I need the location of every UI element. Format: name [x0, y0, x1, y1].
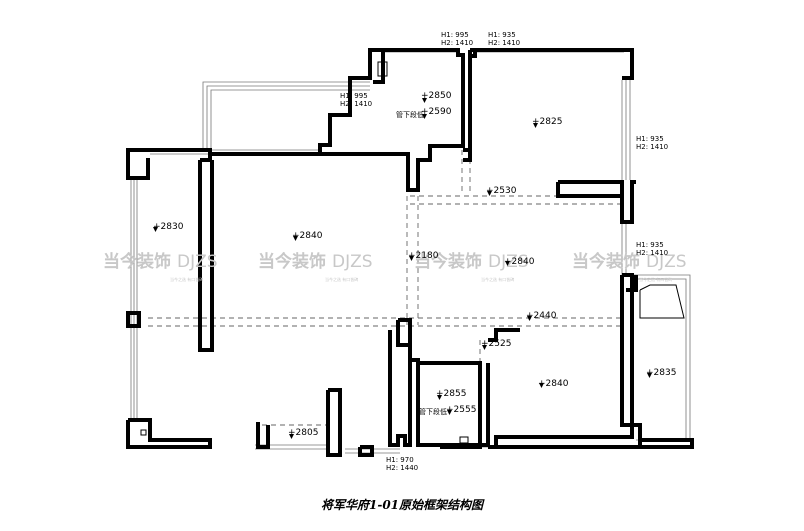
watermark-4: 当今装饰 DJZS 当今之选 有口皆碑	[572, 251, 687, 282]
svg-text:+2440: +2440	[526, 311, 557, 321]
level-marker-south-window: +2805	[288, 428, 318, 439]
svg-text:当今之选 有口皆碑: 当今之选 有口皆碑	[170, 276, 203, 282]
window-tag-top-right: H1: 935 H2: 1410	[488, 31, 520, 47]
svg-text:+2555: +2555	[446, 405, 476, 415]
level-marker-se-beam: +2525	[481, 339, 511, 350]
window-tags: H1: 995 H2: 1410 H1: 995 H2: 1410 H1: 93…	[340, 31, 668, 472]
window-tag-northwest: H1: 995 H2: 1410	[340, 92, 372, 108]
svg-text:H2: 1410: H2: 1410	[441, 39, 473, 47]
svg-text:管下段低: 管下段低	[419, 407, 447, 416]
drawing-title: 将军华府1-01原始框架结构图	[321, 498, 485, 512]
level-marker-beam: +2440	[526, 311, 557, 321]
level-marker-west-bedroom: +2830	[153, 222, 184, 232]
level-marker-south-bath-pipe: +2555 管下段低	[419, 405, 476, 416]
svg-text:+2180: +2180	[408, 251, 439, 261]
svg-text:H2: 1440: H2: 1440	[386, 464, 418, 472]
svg-text:+2835: +2835	[646, 368, 676, 378]
level-marker-living: +2840	[292, 231, 323, 241]
window-tag-east-2: H1: 935 H2: 1410	[636, 241, 668, 257]
svg-text:+2530: +2530	[486, 186, 517, 196]
level-marker-north-bath: +2850	[421, 91, 452, 103]
level-marker-ne-bedroom: +2825	[532, 117, 562, 128]
svg-text:H2: 1410: H2: 1410	[340, 100, 372, 108]
svg-text:+2850: +2850	[421, 91, 452, 101]
level-marker-east-balcony: +2835	[646, 368, 676, 378]
watermark-1: 当今装饰 DJZS 当今之选 有口皆碑	[103, 251, 218, 282]
svg-text:当今装饰: 当今装饰	[414, 251, 482, 272]
level-marker-north-bath-pipe: +2590 管下段低	[396, 107, 452, 119]
level-markers: +2830 +2840 +2850 +2590 管下段低 +2825 +2530…	[153, 91, 676, 439]
svg-text:H1: 935: H1: 935	[636, 135, 664, 143]
svg-text:DJZS: DJZS	[646, 252, 687, 272]
watermark-2: 当今装饰 DJZS 当今之选 有口皆碑	[258, 251, 373, 282]
svg-text:当今装饰: 当今装饰	[258, 251, 326, 272]
watermarks: 当今装饰 DJZS 当今之选 有口皆碑 当今装饰 DJZS 当今之选 有口皆碑 …	[103, 251, 687, 282]
svg-text:H2: 1410: H2: 1410	[636, 249, 668, 257]
svg-text:H2: 1410: H2: 1410	[488, 39, 520, 47]
level-marker-dining: +2840	[504, 257, 535, 267]
svg-text:DJZS: DJZS	[177, 252, 218, 272]
svg-text:+2830: +2830	[153, 222, 184, 232]
svg-text:+2590: +2590	[421, 107, 452, 117]
svg-text:H1: 995: H1: 995	[340, 92, 368, 100]
svg-text:H1: 995: H1: 995	[441, 31, 469, 39]
svg-text:+2525: +2525	[481, 339, 511, 349]
svg-text:H1: 970: H1: 970	[386, 456, 414, 464]
svg-text:当今之选 有口皆碑: 当今之选 有口皆碑	[325, 276, 358, 282]
svg-text:+2840: +2840	[292, 231, 323, 241]
svg-text:H2: 1410: H2: 1410	[636, 143, 668, 151]
svg-text:+2840: +2840	[538, 379, 569, 389]
svg-text:当今之选 有口皆碑: 当今之选 有口皆碑	[639, 276, 672, 282]
svg-text:DJZS: DJZS	[332, 252, 373, 272]
svg-text:H1: 935: H1: 935	[488, 31, 516, 39]
svg-text:+2805: +2805	[288, 428, 318, 438]
svg-text:当今之选 有口皆碑: 当今之选 有口皆碑	[481, 276, 514, 282]
walls	[126, 48, 694, 457]
level-marker-corridor: +2180	[408, 251, 439, 261]
level-marker-ne-beam: +2530	[486, 186, 517, 196]
svg-text:当今装饰: 当今装饰	[572, 251, 640, 272]
svg-text:管下段低: 管下段低	[396, 110, 424, 119]
window-tag-top-left: H1: 995 H2: 1410	[441, 31, 473, 47]
svg-text:+2855: +2855	[436, 389, 466, 399]
level-marker-south-bath: +2855	[436, 389, 466, 400]
svg-text:当今装饰: 当今装饰	[103, 251, 171, 272]
window-tag-east: H1: 935 H2: 1410	[636, 135, 668, 151]
svg-text:+2840: +2840	[504, 257, 535, 267]
window-tag-south: H1: 970 H2: 1440	[386, 456, 418, 472]
svg-text:+2825: +2825	[532, 117, 562, 127]
svg-text:H1: 935: H1: 935	[636, 241, 664, 249]
level-marker-se-bedroom: +2840	[538, 379, 569, 389]
